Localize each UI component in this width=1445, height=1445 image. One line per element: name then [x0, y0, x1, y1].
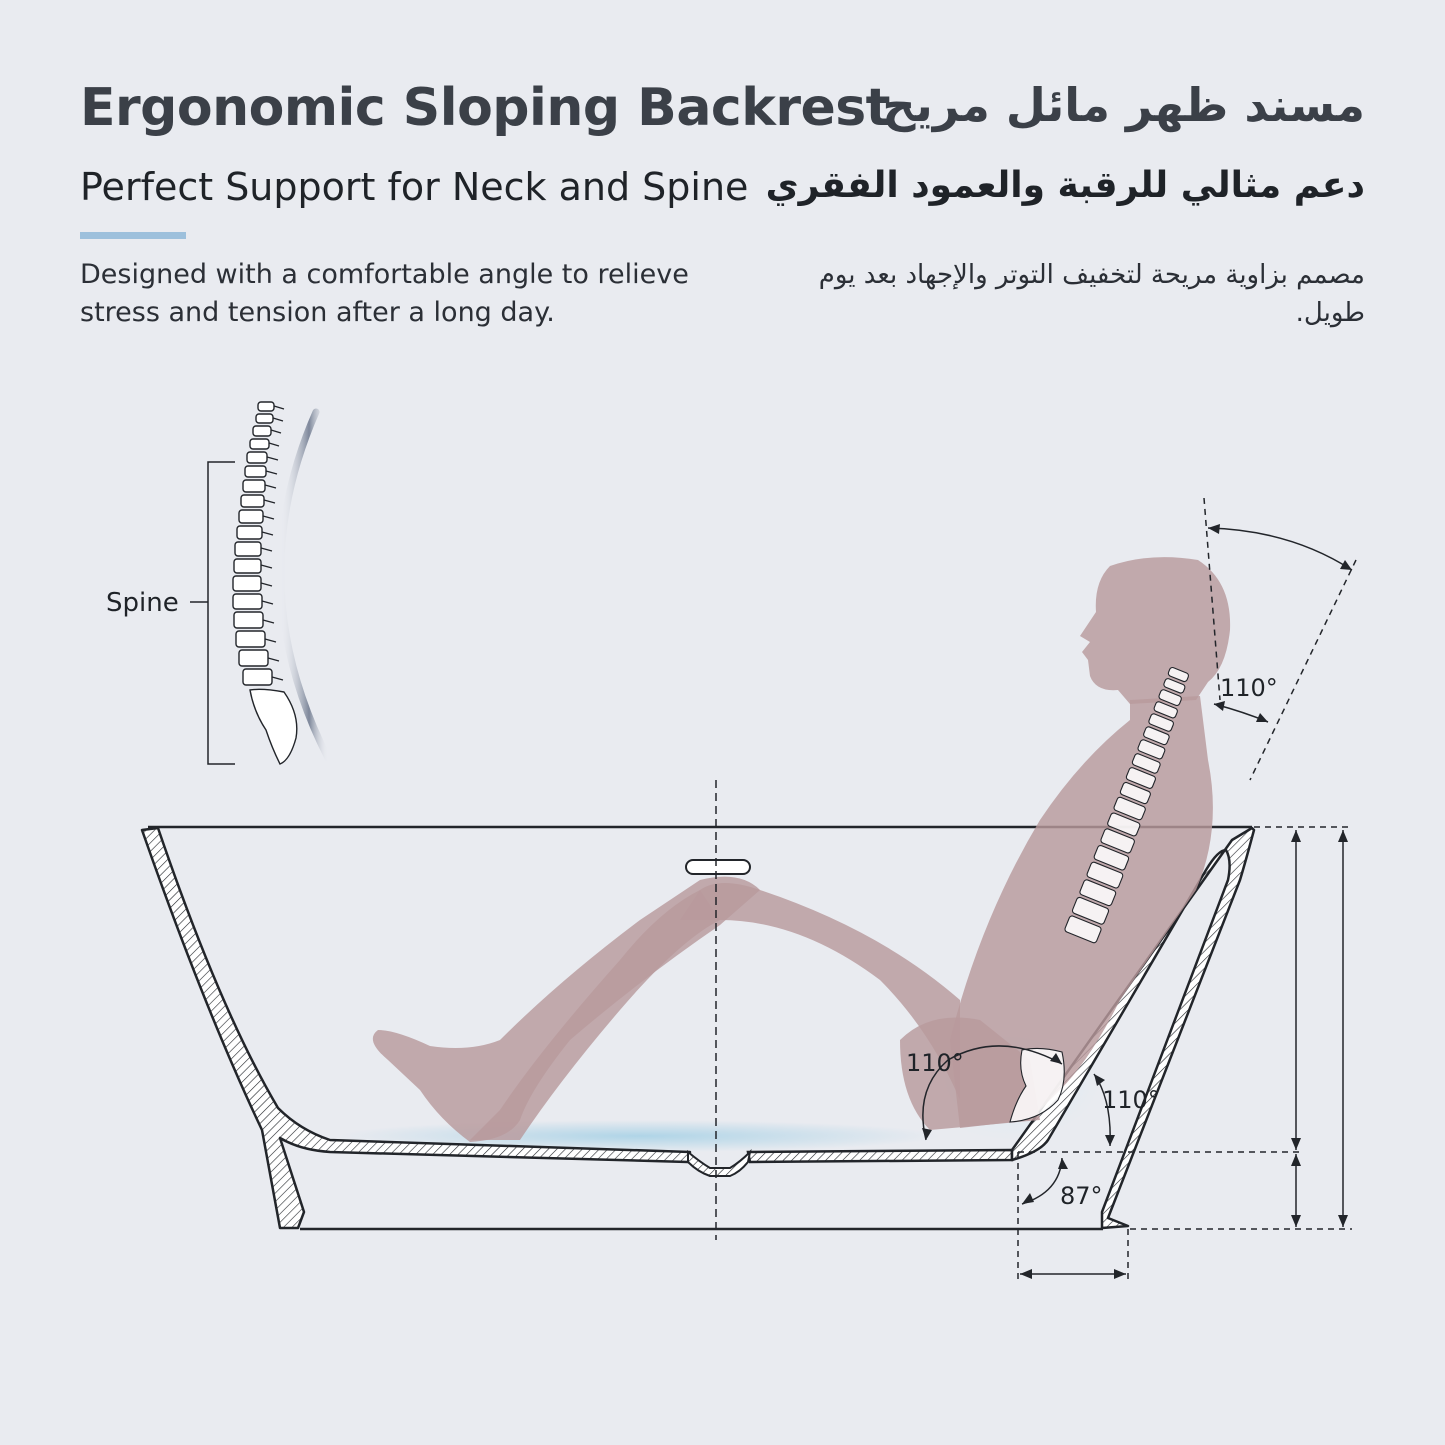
arrowheads [922, 524, 1352, 1279]
description-english: Designed with a comfortable angle to rel… [80, 259, 689, 328]
angle-label-back: 110° [1102, 1086, 1160, 1114]
dimension-lines [715, 497, 1357, 1280]
angle-label-head: 110° [1220, 674, 1278, 702]
angle-label-base: 87° [1060, 1182, 1103, 1210]
overflow-slot [685, 859, 751, 875]
accent-divider [80, 232, 186, 239]
spine-label: Spine [106, 588, 179, 618]
description-arabic: مصمم بزاوية مريحة لتخفيف التوتر والإجهاد… [818, 260, 1365, 328]
title-arabic: مسند ظهر مائل مريح [882, 78, 1365, 132]
figure-spine [1009, 666, 1190, 1123]
spine-illustration [190, 401, 332, 765]
subtitle-english: Perfect Support for Neck and Spine [80, 165, 749, 209]
angle-label-hip: 110° [906, 1049, 964, 1077]
title-english: Ergonomic Sloping Backrest [80, 78, 891, 138]
subtitle-arabic: دعم مثالي للرقبة والعمود الفقري [765, 165, 1365, 206]
